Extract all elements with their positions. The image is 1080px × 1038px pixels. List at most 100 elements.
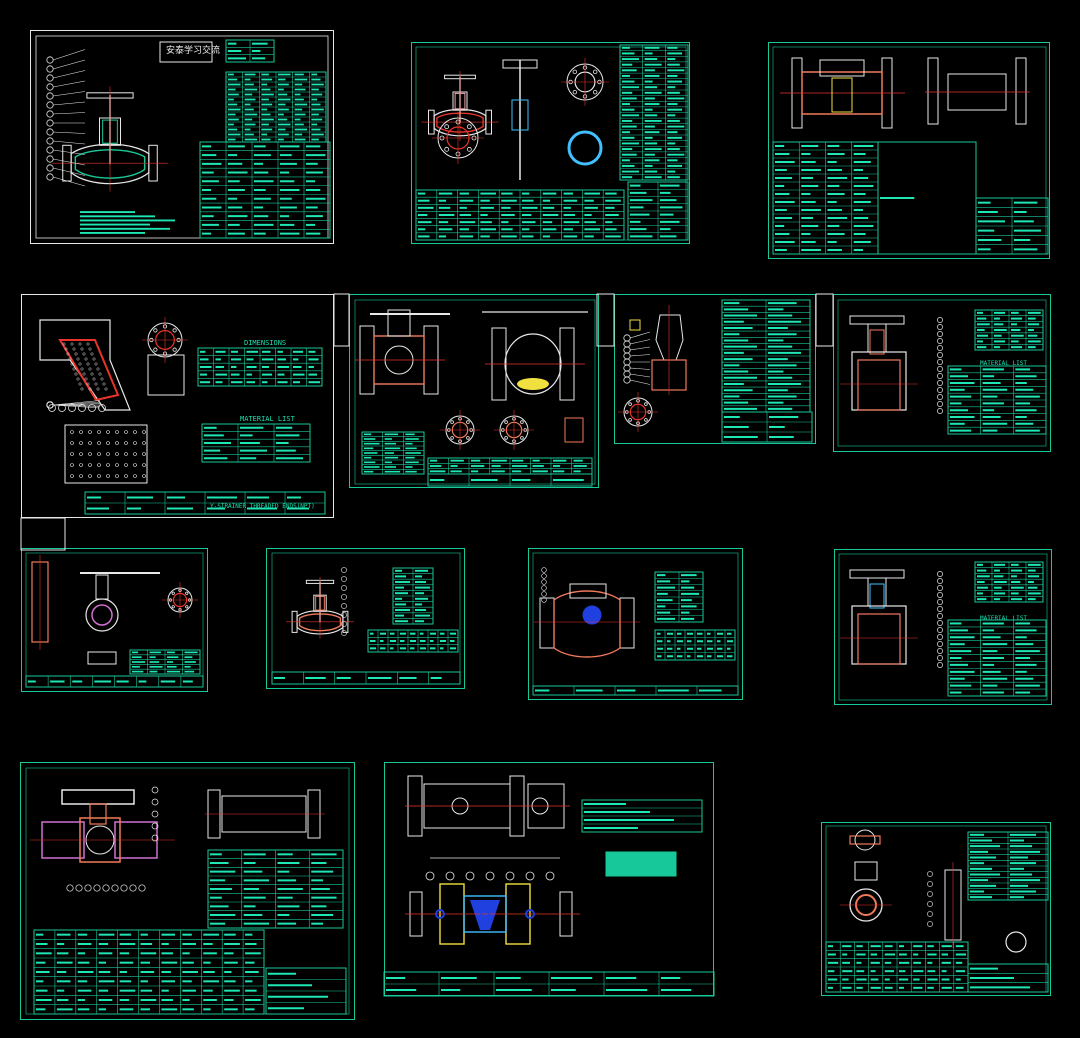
- sheet9-balloon: [341, 603, 347, 609]
- sheet7-balloon: [937, 331, 943, 337]
- sheet1-balloon-leader: [52, 59, 86, 70]
- sheet10-flange-l: [539, 597, 555, 649]
- sheet1-balloon-leader: [52, 158, 86, 166]
- sheet1-balloon: [46, 101, 54, 109]
- sheet12-balloon-r: [151, 798, 159, 806]
- sheet6-nozzle-view-bolt-hole: [628, 418, 632, 422]
- sheet13-o-ring: [525, 909, 535, 919]
- sheet4-plate-hole: [142, 430, 146, 434]
- sheet4-screen-hole: [86, 382, 90, 386]
- sheet11-balloon: [937, 641, 943, 647]
- sheet1-balloon-leader: [52, 49, 86, 61]
- sheet4-screen-hole: [86, 362, 90, 366]
- sheet4-screen-hole: [96, 367, 100, 371]
- sheet4-plate-hole: [97, 441, 101, 445]
- sheet4-end-view-bolt-hole: [153, 328, 158, 333]
- sheet11-material-table: [947, 619, 1047, 697]
- sheet5-ball-r: [517, 378, 549, 390]
- sheet4-end-view-bolt-hole: [172, 347, 177, 352]
- sheet5-bottom-flange-a-bolt-hole: [450, 436, 454, 440]
- sheet4-screen-hole: [80, 347, 84, 351]
- sheet4-plate-hole: [142, 463, 146, 467]
- sheet1-balloon-leader: [52, 140, 86, 145]
- sheet13-balloon: [425, 871, 435, 881]
- sheet11-balloon: [937, 592, 943, 598]
- sheet4-plate-hole: [70, 441, 74, 445]
- sheet4-screen-hole: [86, 342, 90, 346]
- sheet4-plate-hole: [106, 452, 110, 456]
- sheet8-flange-view-bolt-hole: [171, 591, 175, 595]
- sheet12-balloon-r: [151, 786, 159, 794]
- sheet5-bottom-flange-b-bolt-hole: [520, 420, 524, 424]
- sheet4-screen-hole: [92, 377, 96, 381]
- sheet4-plate-hole: [106, 441, 110, 445]
- sheet4-screen-hole: [94, 382, 98, 386]
- sheet7-balloon: [937, 352, 943, 358]
- sheet4-perforated-plate: [64, 424, 148, 484]
- sheet12-balloon: [75, 884, 83, 892]
- sheet4-plate-hole: [133, 474, 137, 478]
- sheet9-valve-body: [296, 610, 344, 635]
- sheet6-nozzle-view-bolt-hole: [628, 402, 632, 406]
- sheet9-balloon: [341, 576, 347, 582]
- sheet4-material-table: [201, 423, 311, 463]
- sheet14-balloon: [927, 901, 933, 907]
- sheet14-balloon: [927, 881, 933, 887]
- sheet5-bottom-flange-a-bolt-hole: [466, 420, 470, 424]
- sheet8-neck: [95, 574, 109, 600]
- sheet4-part-balloon: [88, 404, 96, 412]
- sheet7-stem: [869, 329, 885, 355]
- sheet1-globe-valve-body: [70, 143, 150, 185]
- sheet4-plate-hole: [97, 474, 101, 478]
- sheet3-end-flange-r: [1015, 57, 1027, 125]
- sheet4-end-view-bolt-hole: [153, 347, 158, 352]
- sheet9-balloon: [341, 585, 347, 591]
- sheet10-body: [553, 590, 621, 658]
- sheet4-plate-hole: [124, 441, 128, 445]
- sheet4-screen-hole: [84, 377, 88, 381]
- sheet4-screen-hole: [104, 387, 108, 391]
- sheet1-title-box-text: 安泰学习交流: [166, 46, 221, 56]
- sheet6-balloon: [623, 352, 631, 360]
- sheet12-balloon-r: [151, 810, 159, 818]
- sheet7-balloon: [937, 345, 943, 351]
- sheet7-body-wall: [857, 359, 901, 411]
- sheet6-balloon: [623, 364, 631, 372]
- sheet4-plate-hole: [115, 452, 119, 456]
- sheet4-plate-hole: [124, 474, 128, 478]
- sheet12-balloon: [138, 884, 146, 892]
- sheet4-screen-hole: [88, 387, 92, 391]
- sheet4-screen-hole: [82, 352, 86, 356]
- sheet1-balloon: [46, 56, 54, 64]
- sheet6-balloon: [623, 334, 631, 342]
- sheet2-flange-view-bolt-hole: [444, 124, 450, 130]
- sheet4-screen-hole: [96, 387, 100, 391]
- sheet4-screen-hole: [74, 352, 78, 356]
- sheet3-end-flange-l: [927, 57, 939, 125]
- sheet13-stamp: [605, 851, 677, 877]
- sheet12-balloon: [84, 884, 92, 892]
- sheet6-balloon: [623, 370, 631, 378]
- sheet2-flange-detail-bolt-hole: [572, 89, 578, 95]
- drawing-sheet-valve-parts: [411, 42, 690, 244]
- sheet2-handwheel-detail: [502, 59, 538, 69]
- sheet3-top: [819, 59, 865, 77]
- sheet2-flange-detail-bolt-hole: [592, 89, 598, 95]
- sheet1-balloon-leader: [52, 112, 86, 115]
- sheet4-screen-hole: [88, 347, 92, 351]
- sheet11-body: [851, 605, 907, 665]
- sheet9-balloon: [341, 594, 347, 600]
- sheet14-flange-icon: [1005, 931, 1027, 953]
- sheet4-screen-hole: [72, 367, 76, 371]
- sheet6-balloon-leader: [629, 346, 651, 351]
- sheet7-balloon: [937, 380, 943, 386]
- sheet4-plate-hole: [106, 474, 110, 478]
- sheet4-screen-hole: [62, 342, 66, 346]
- sheet2-flange-detail-bolt-hole: [592, 69, 598, 75]
- sheet7-balloon: [937, 408, 943, 414]
- sheet4-screen-hole: [80, 387, 84, 391]
- sheet10-balloon: [541, 591, 547, 597]
- sheet6-nozzle-view-bolt-hole: [644, 402, 648, 406]
- sheet4-screen-hole: [76, 357, 80, 361]
